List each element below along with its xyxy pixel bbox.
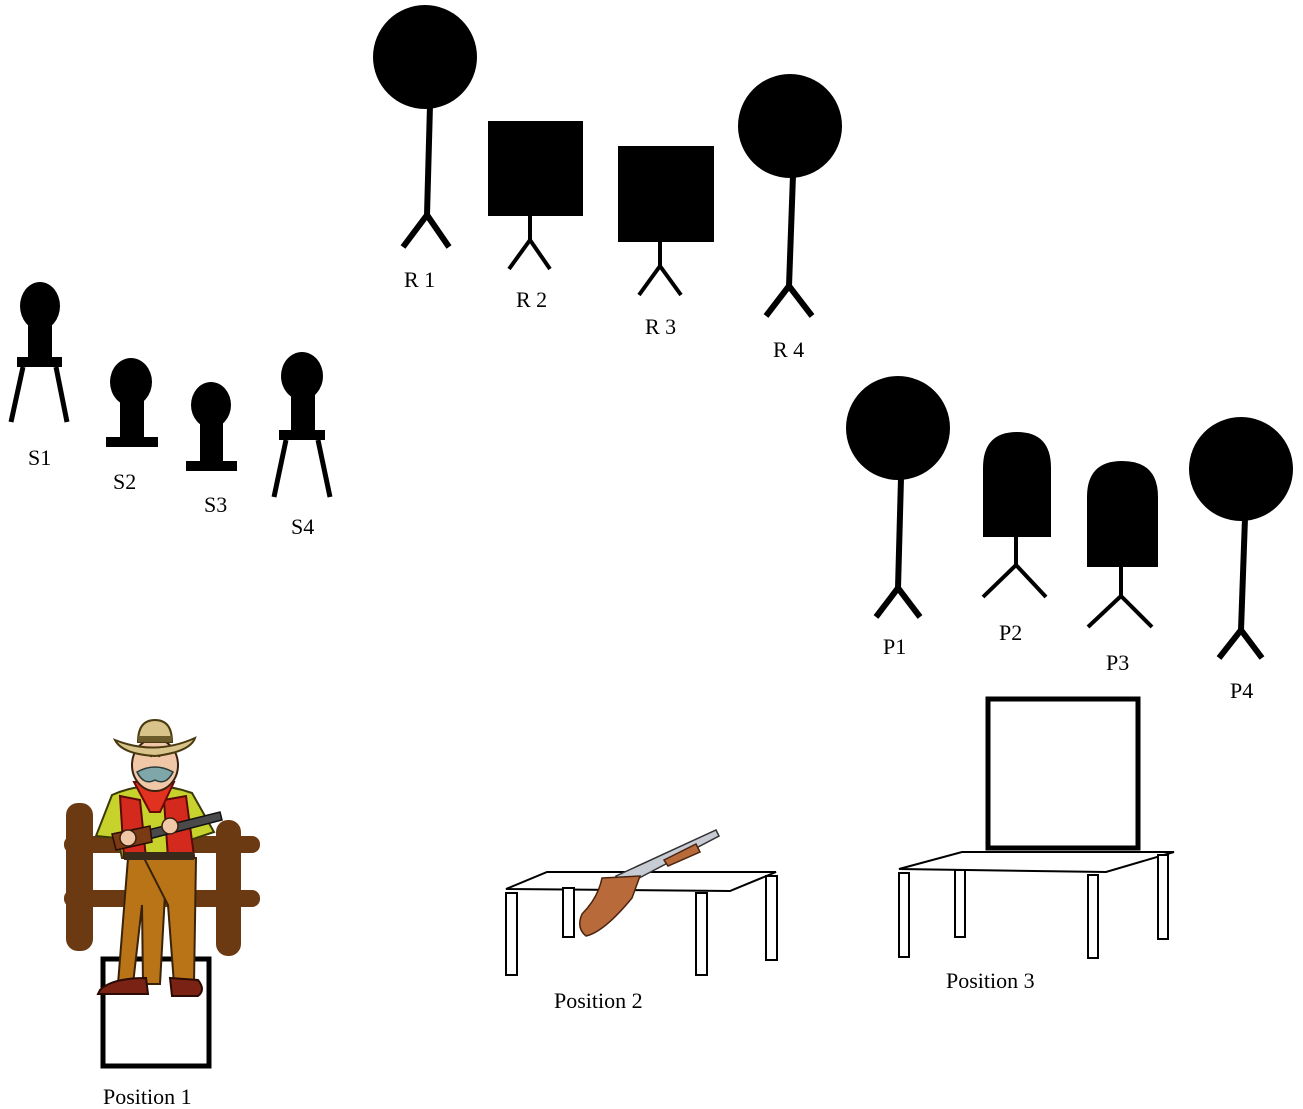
- label-position2: Position 2: [554, 988, 643, 1013]
- target-r4: [738, 74, 842, 318]
- target-s3: [186, 382, 237, 471]
- label-s1: S1: [28, 445, 51, 470]
- cowboy-with-shotgun-icon: [94, 718, 223, 997]
- label-r3: R 3: [645, 314, 676, 339]
- label-s3: S3: [204, 492, 227, 517]
- label-s2: S2: [113, 469, 136, 494]
- position3-table: [898, 696, 1175, 959]
- target-p2: [981, 432, 1051, 599]
- label-p3: P3: [1106, 650, 1129, 675]
- label-p2: P2: [999, 620, 1022, 645]
- target-p3: [1086, 461, 1158, 629]
- target-r2: [488, 121, 583, 271]
- label-p4: P4: [1230, 678, 1253, 703]
- target-r3: [618, 146, 714, 297]
- position2-table: [505, 871, 778, 976]
- target-r1: [373, 5, 477, 249]
- label-position3: Position 3: [946, 968, 1035, 993]
- label-s4: S4: [291, 514, 314, 539]
- label-r4: R 4: [773, 337, 804, 362]
- shotgun-icon: [579, 829, 720, 937]
- label-r1: R 1: [404, 267, 435, 292]
- label-p1: P1: [883, 634, 906, 659]
- target-s4: [271, 352, 333, 498]
- target-s1: [8, 282, 70, 423]
- target-s2: [106, 358, 158, 447]
- label-r2: R 2: [516, 287, 547, 312]
- target-p1: [846, 376, 950, 619]
- label-position1: Position 1: [103, 1084, 192, 1109]
- target-p4: [1189, 417, 1293, 660]
